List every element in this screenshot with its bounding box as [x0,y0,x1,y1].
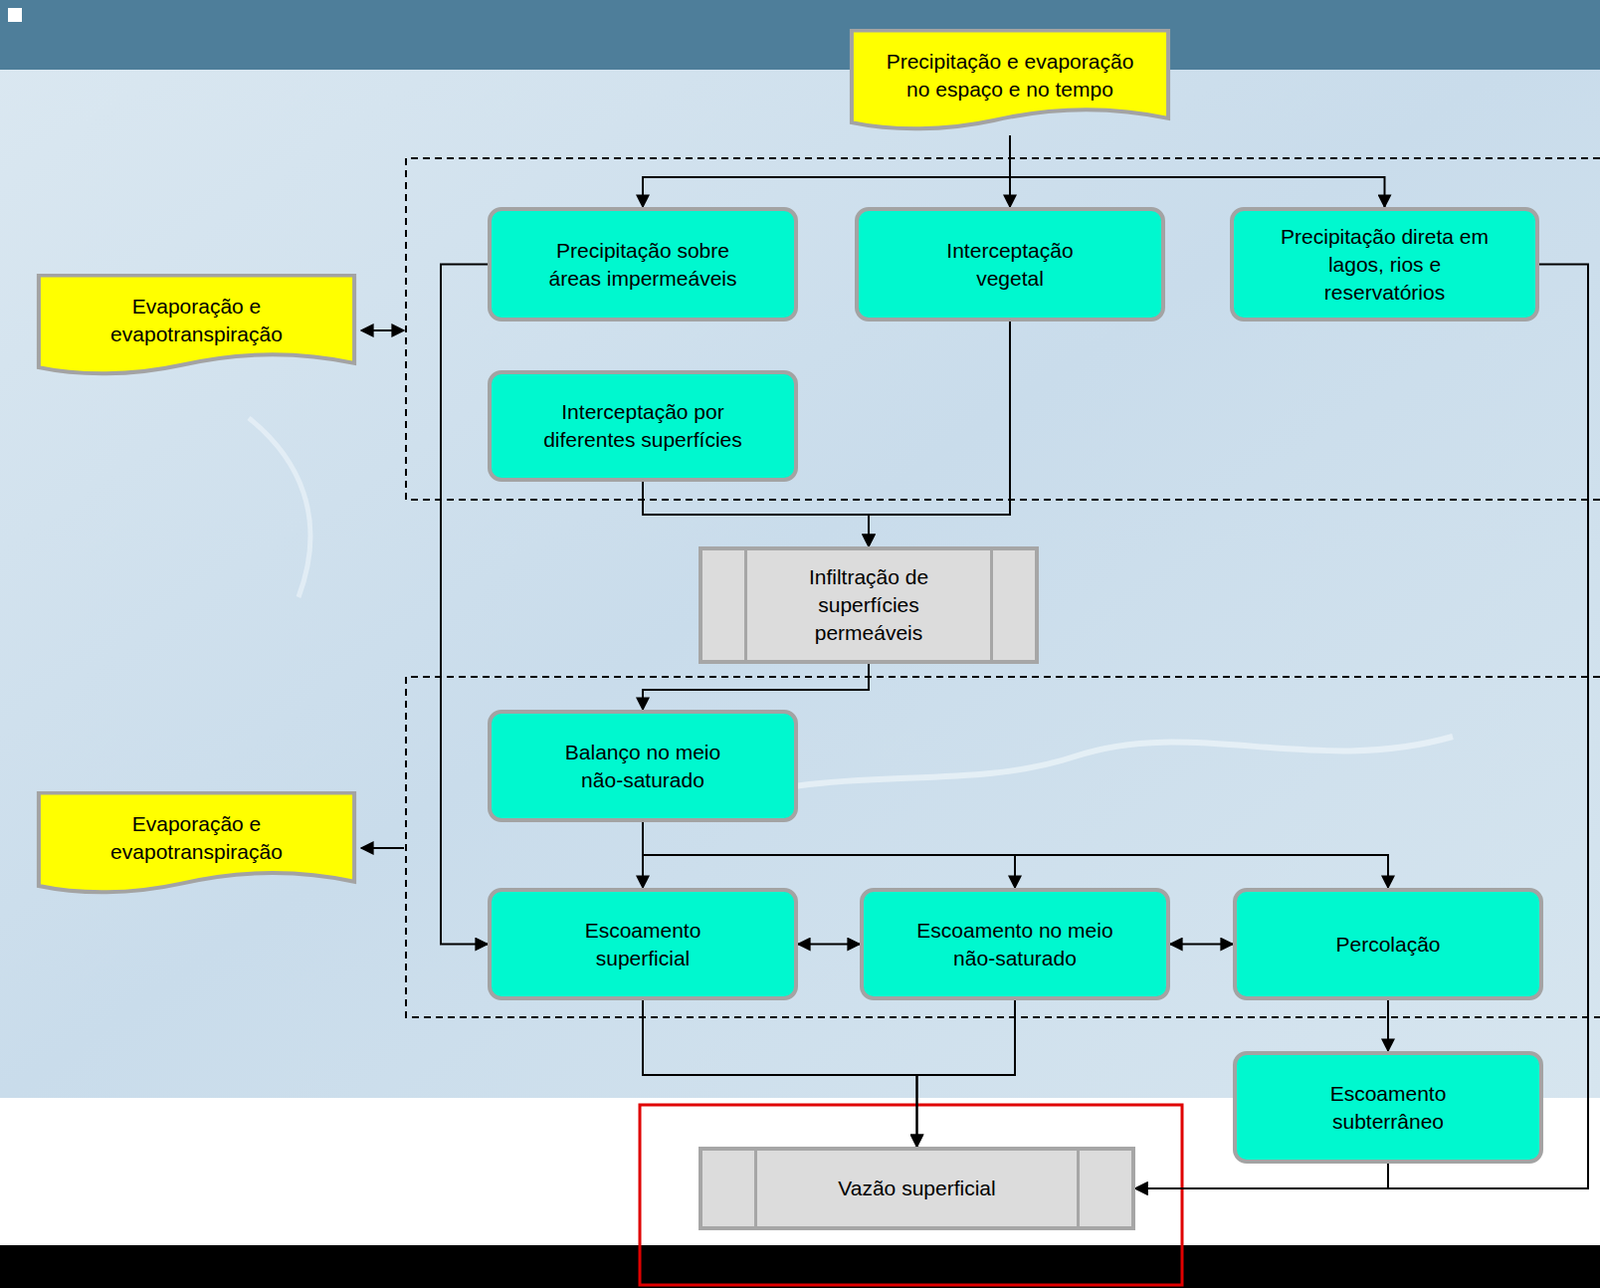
note-shape: Precipitação e evaporação no espaço e no… [846,28,1174,136]
process-box: Escoamento no meio não-saturado [859,887,1171,1000]
process-box: Balanço no meio não-saturado [487,709,799,822]
connector-arrow [642,135,1010,207]
connector-arrow [642,663,869,710]
box-text: Interceptação por diferentes superfícies [528,398,758,454]
process-box: Percolação [1232,887,1544,1000]
water-streak [696,736,1453,816]
note-fill [38,275,355,375]
highlight-rect [639,1104,1183,1285]
box-text: Escoamento no meio não-saturado [905,916,1125,973]
connector-arrow [642,821,1389,888]
connector-arrow [642,1000,918,1147]
box-text: Escoamento superficial [568,916,718,973]
box-text: Infiltração de superfícies permeáveis [784,563,954,647]
connector-arrow [440,264,488,945]
connector-arrow [642,481,869,547]
box-text: Evaporação e evapotranspiração [92,292,302,349]
corner-square [7,7,22,22]
process-box: Interceptação por diferentes superfícies [487,370,799,482]
connector-arrow [1009,135,1386,207]
box-text: Precipitação sobre áreas impermeáveis [528,236,758,293]
box-text: Precipitação direta em lagos, rios e res… [1265,222,1505,307]
process-box: Interceptação vegetal [854,206,1166,322]
box-text: Interceptação vegetal [910,236,1110,293]
connector-arrow [868,321,1010,547]
box-text: Balanço no meio não-saturado [543,738,743,795]
box-text: Vazão superficial [837,1174,996,1202]
region-arrow [361,846,404,849]
header-bar [0,0,1600,70]
water-ground [0,0,1600,1098]
region-arrow [361,329,404,332]
box-text: Precipitação e evaporação no espaço e no… [875,47,1145,104]
water-streak [248,417,311,598]
note-shape: Evaporação e evapotranspiração [33,273,360,381]
storage-box: Vazão superficial [698,1146,1136,1230]
bottom-band [0,1244,1600,1288]
process-box: Precipitação sobre áreas impermeáveis [487,206,799,322]
note-fill [38,793,355,893]
side-bar [754,1150,758,1226]
box-text: Escoamento subterrâneo [1313,1079,1463,1136]
connector-arrow [1135,264,1589,1190]
side-bar [990,550,994,660]
process-box: Escoamento superficial [487,887,799,1000]
box-text: Evaporação e evapotranspiração [92,809,302,866]
side-bar [1076,1150,1080,1226]
connector-arrow [798,943,860,946]
side-bar [744,550,748,660]
connector-arrow [1170,943,1233,946]
connector-arrow [1387,1000,1390,1051]
note-shape: Evaporação e evapotranspiração [33,791,360,899]
dashed-region [405,158,1600,500]
storage-box: Infiltração de superfícies permeáveis [698,546,1039,664]
note-fill [851,30,1169,130]
process-box: Escoamento subterrâneo [1232,1050,1544,1164]
connector-arrow [917,1000,1016,1147]
box-text: Percolação [1335,930,1440,959]
connector-arrow [1135,1163,1389,1189]
process-box: Precipitação direta em lagos, rios e res… [1229,206,1540,322]
dashed-region [405,676,1600,1017]
